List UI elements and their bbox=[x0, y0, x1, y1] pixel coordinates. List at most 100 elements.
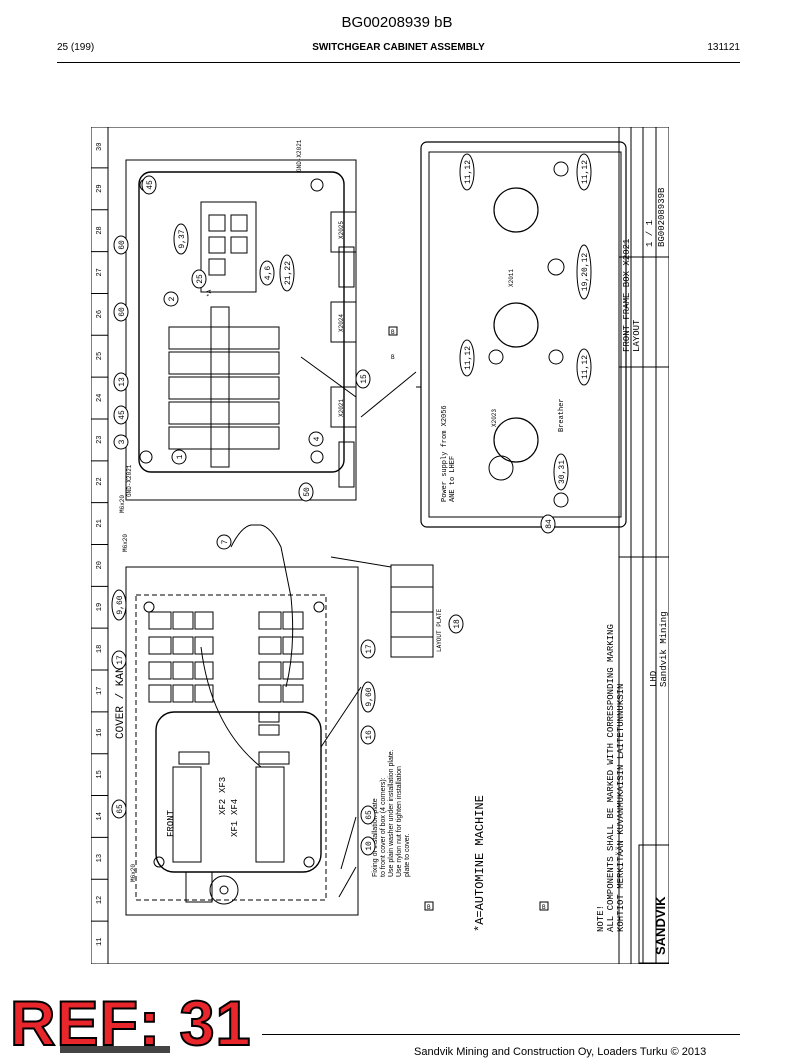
callout-bubble bbox=[173, 223, 189, 255]
ruler-number: 27 bbox=[96, 268, 104, 276]
marker-b-2: B bbox=[427, 904, 431, 911]
ruler-number: 21 bbox=[96, 519, 104, 527]
callout-number: 25 bbox=[196, 274, 205, 284]
m6x20-label-b: M6x20 bbox=[130, 864, 137, 882]
section-title: SWITCHGEAR CABINET ASSEMBLY bbox=[312, 42, 485, 53]
callout-bubble bbox=[113, 302, 129, 322]
ruler-number: 17 bbox=[96, 687, 104, 695]
callout-bubble bbox=[141, 175, 157, 195]
callout-bubble bbox=[459, 153, 475, 191]
cover-label: COVER / KANSI bbox=[115, 653, 127, 739]
note-label: NOTE! bbox=[596, 905, 606, 932]
front-label: FRONT bbox=[166, 809, 176, 837]
connector-xf1: XF1 bbox=[230, 821, 240, 837]
ruler-number: 13 bbox=[96, 854, 104, 862]
x2021-label: X2021 bbox=[338, 399, 345, 417]
page-number: 25 (199) bbox=[57, 42, 95, 53]
callout-bubble bbox=[576, 244, 592, 300]
callout-number: 45 bbox=[146, 180, 155, 190]
callout-bubble bbox=[576, 348, 592, 386]
sheet-label: 1 / 1 bbox=[645, 220, 655, 247]
callout-number: 13 bbox=[118, 377, 127, 387]
connector-xf2: XF2 bbox=[218, 799, 228, 815]
x2024-label: X2024 bbox=[338, 314, 345, 332]
company-label: Sandvik Mining bbox=[659, 611, 669, 687]
ruler-number: 16 bbox=[96, 728, 104, 736]
fixing-line-3: Use plain washer under installation plat… bbox=[388, 749, 395, 877]
callout-number: 30,31 bbox=[558, 460, 567, 484]
callout-bubble bbox=[448, 614, 464, 634]
brand-logo: SANDVIK bbox=[653, 896, 668, 955]
footer-rule bbox=[262, 1034, 740, 1035]
automine-label: *A=AUTOMINE MACHINE bbox=[473, 795, 487, 932]
callout-number: 19,20,12 bbox=[581, 253, 590, 292]
date-code: 131121 bbox=[707, 42, 740, 53]
circuit-breakers bbox=[168, 306, 280, 468]
ruler-number: 18 bbox=[96, 645, 104, 653]
callout-bubble bbox=[459, 339, 475, 377]
callout-number: 11,12 bbox=[581, 160, 590, 184]
callout-number: 16 bbox=[365, 730, 374, 740]
callout-number: 15 bbox=[360, 374, 369, 384]
gnd-label-top: GND-X2021 bbox=[296, 139, 303, 172]
ruler-number: 22 bbox=[96, 477, 104, 485]
callout-number: 1 bbox=[176, 454, 185, 459]
breather-label: Breather bbox=[558, 398, 566, 432]
drawing-title: FRONT FRAME BOX X2021 bbox=[622, 239, 632, 352]
callout-bubble bbox=[360, 725, 376, 745]
revision-markers bbox=[388, 326, 549, 911]
footer-logo-bar bbox=[60, 1046, 170, 1053]
callout-bubble bbox=[216, 534, 232, 550]
callout-bubble bbox=[171, 449, 187, 465]
callout-number: 50 bbox=[303, 487, 312, 497]
callout-number: 11,12 bbox=[464, 346, 473, 370]
callout-bubble bbox=[360, 836, 376, 856]
connector-xf4: XF4 bbox=[230, 799, 240, 815]
callout-bubble bbox=[576, 153, 592, 191]
callout-bubble bbox=[553, 453, 569, 491]
marker-b-3: B bbox=[542, 904, 546, 911]
callout-number: 60 bbox=[118, 240, 127, 250]
callout-number: 65 bbox=[116, 804, 125, 814]
fixing-line-2: to front cover of box (4 corners): bbox=[380, 777, 387, 877]
callout-number: 9,37 bbox=[178, 229, 187, 248]
callout-number: 84 bbox=[545, 519, 554, 529]
callout-bubble bbox=[191, 269, 207, 289]
front-connectors bbox=[172, 751, 290, 863]
m6x20-label-c: M6x20 bbox=[119, 495, 126, 513]
power-line-2: ANE to LHEF bbox=[449, 456, 457, 502]
ruler-number: 26 bbox=[96, 310, 104, 318]
x2011-label: X2011 bbox=[508, 269, 515, 287]
x2025-label: X2025 bbox=[338, 221, 345, 239]
ruler-number: 25 bbox=[96, 352, 104, 360]
callout-number: 7 bbox=[221, 539, 230, 544]
callout-number: 17 bbox=[116, 655, 125, 665]
fixing-line-1: Fixing of installation plate bbox=[372, 798, 379, 877]
layout-label: LAYOUT bbox=[632, 319, 642, 352]
callout-bubble bbox=[279, 254, 295, 292]
power-line-1: Power supply from X2056 bbox=[441, 405, 449, 502]
callout-number: 17 bbox=[365, 644, 374, 654]
callout-number: 2 bbox=[168, 296, 177, 301]
ruler-number: 15 bbox=[96, 770, 104, 778]
callout-number: 4 bbox=[313, 436, 322, 441]
ruler-number: 19 bbox=[96, 603, 104, 611]
callout-number: 4,6 bbox=[264, 266, 273, 281]
cover-relay-group bbox=[148, 611, 304, 736]
callout-number: 45 bbox=[118, 410, 127, 420]
callout-bubble bbox=[113, 434, 129, 450]
callout-bubble bbox=[113, 372, 129, 392]
callout-bubble bbox=[113, 405, 129, 425]
box-connectors bbox=[330, 211, 357, 488]
callout-number: 10 bbox=[365, 841, 374, 851]
ruler-number: 24 bbox=[96, 394, 104, 402]
document-id: BG00208939 bB bbox=[341, 14, 453, 31]
callout-bubble bbox=[308, 431, 324, 447]
callout-bubble bbox=[360, 681, 376, 713]
connector-xf3: XF3 bbox=[218, 777, 228, 793]
ruler-number: 28 bbox=[96, 226, 104, 234]
marker-b-1: B bbox=[391, 329, 395, 336]
callout-bubble bbox=[163, 291, 179, 307]
callout-bubble bbox=[298, 482, 314, 502]
